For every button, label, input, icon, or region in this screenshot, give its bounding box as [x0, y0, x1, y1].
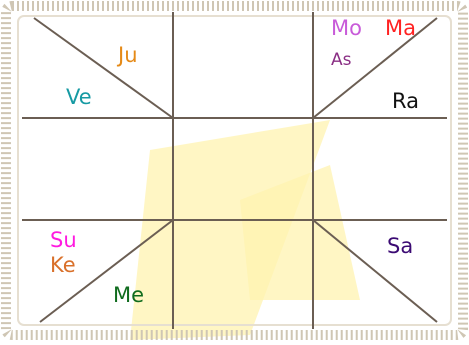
planet-label-ve: Ve	[66, 87, 92, 108]
planet-label-ju: Ju	[118, 45, 138, 66]
planet-label-me: Me	[113, 285, 144, 306]
planet-label-ma: Ma	[385, 18, 416, 39]
planet-label-mo: Mo	[331, 18, 362, 39]
planet-label-ra: Ra	[392, 91, 419, 112]
planet-label-su: Su	[50, 230, 77, 251]
planet-label-ke: Ke	[50, 255, 76, 276]
planet-label-sa: Sa	[387, 236, 413, 257]
planet-label-as: As	[331, 52, 352, 69]
diag-top-left	[34, 18, 173, 118]
